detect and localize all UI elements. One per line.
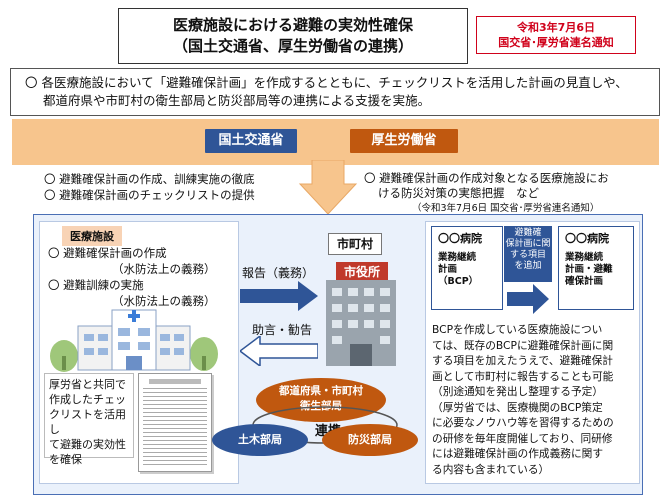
hospital-note-line: を確保 — [49, 453, 82, 466]
hospital-item-2: 〇 避難訓練の実施 — [48, 278, 144, 292]
bcp-card-line: （BCP） — [438, 276, 479, 287]
bcp-text-line: 画として市町村に報告することも可能 — [432, 369, 614, 383]
page-subtitle: （国土交通省、厚生労働省の連携） — [172, 37, 413, 55]
advice-label: 助言・勧告 — [252, 323, 313, 337]
hospital-label: 医療施設 — [62, 226, 122, 246]
bcp-card-after: 〇〇病院 業務継続 計画・避難 確保計画 — [558, 226, 634, 310]
bcp-card-line: 業務継続 — [438, 252, 477, 263]
bcp-card-title: 〇〇病院 — [438, 232, 482, 245]
hospital-note-line: 厚労省と共同で — [49, 378, 126, 391]
bcp-callout-line: 避難確 — [514, 228, 542, 238]
summary-line-2: 都道府県や市町村の衛生部局と防災部局等の連携による支援を実施。 — [43, 93, 431, 108]
bcp-card-title: 〇〇病院 — [565, 232, 609, 245]
health-dept-line-2: 衛生部局 — [300, 400, 342, 412]
bcp-callout: 避難確 保計画に関 する項目 を追加 — [504, 226, 552, 282]
notice-source: 国交省･厚労省連名通知 — [498, 36, 614, 49]
city-hall-icon — [326, 262, 396, 366]
health-dept-ring: 都道府県・市町村 衛生部局 — [256, 378, 386, 422]
bcp-text-line: する項目を加えたうえで、避難確保計 — [432, 354, 613, 367]
hospital-building-icon — [50, 309, 218, 372]
summary-line-1: 〇 各医療施設において「避難確保計画」を作成するとともに、チェックリストを活用し… — [25, 75, 628, 90]
hospital-note-line: クリストを活用し — [49, 408, 126, 436]
report-label: 報告（義務） — [242, 266, 315, 280]
mlit-label: 国土交通省 — [205, 129, 297, 153]
mlit-item-2: 〇 避難確保計画のチェックリストの提供 — [44, 188, 255, 202]
bcp-callout-line: 保計画に関 — [505, 239, 551, 249]
notice-date: 令和3年7月6日 — [517, 21, 595, 34]
bcp-text-line: （厚労省では、医療機関のBCP策定 — [432, 400, 603, 414]
mhlw-item-line-2: ける防災対策の実態把握 など — [378, 186, 539, 200]
mhlw-note: （令和3年7月6日 国交省･厚労省連名通知） — [412, 203, 600, 214]
bcp-callout-line: を追加 — [514, 261, 542, 271]
hospital-note: 厚労省と共同で 作成したチェッ クリストを活用し て避難の実効性 を確保 — [44, 373, 134, 466]
bcp-text-line: に必要なノウハウ等を習得するための — [432, 416, 614, 429]
bcp-description: BCPを作成している医療施設につい ては、既存のBCPに避難確保計画に関 する項… — [432, 322, 637, 477]
bcp-card-line: 確保計画 — [565, 276, 604, 287]
hospital-item-1-sub: （水防法上の義務） — [112, 262, 216, 276]
bcp-callout-line: する項目 — [509, 250, 546, 260]
bcp-text-line: る内容も含まれている） — [432, 462, 550, 476]
bcp-card-line: 計画 — [438, 264, 458, 275]
summary-box: 〇 各医療施設において「避難確保計画」を作成するとともに、チェックリストを活用し… — [10, 68, 660, 116]
hospital-note-line: 作成したチェッ — [49, 393, 126, 406]
bcp-text-line: （別途通知を発出し整理する予定） — [432, 385, 604, 398]
ministry-band — [12, 119, 659, 165]
report-arrow-icon — [240, 281, 318, 311]
bcp-text-line: ては、既存のBCPに避難確保計画に関 — [432, 338, 614, 352]
bcp-card-line: 計画・避難 — [565, 264, 613, 275]
health-dept-line-1: 都道府県・市町村 — [279, 385, 363, 397]
mhlw-label: 厚生労働省 — [350, 129, 458, 153]
civil-eng-dept: 土木部局 — [212, 424, 308, 456]
bcp-card-before: 〇〇病院 業務継続 計画 （BCP） — [431, 226, 503, 310]
city-hall-sign: 市役所 — [343, 265, 380, 279]
bcp-text-line: BCPを作成している医療施設につい — [432, 323, 603, 336]
bcp-card-line: 業務継続 — [565, 252, 604, 263]
page-title: 医療施設における避難の実効性確保 — [172, 16, 413, 34]
bcp-arrow-icon — [507, 284, 549, 314]
title-box: 医療施設における避難の実効性確保 （国土交通省、厚生労働省の連携） — [118, 8, 468, 64]
hospital-note-line: て避難の実効性 — [49, 438, 126, 451]
checklist-thumbnail — [138, 373, 212, 472]
down-arrow-icon — [298, 160, 358, 215]
hospital-item-1: 〇 避難確保計画の作成 — [48, 246, 167, 260]
municipality-label: 市町村 — [328, 233, 382, 255]
disaster-dept: 防災部局 — [322, 424, 418, 456]
mhlw-item-line-1: 〇 避難確保計画の作成対象となる医療施設にお — [364, 171, 609, 185]
hospital-item-2-sub: （水防法上の義務） — [112, 294, 216, 308]
advice-arrow-icon — [240, 336, 318, 366]
bcp-text-line: の研修を毎年度開催しており、同研修 — [432, 431, 613, 445]
notice-date-box: 令和3年7月6日 国交省･厚労省連名通知 — [476, 16, 636, 54]
mlit-item-1: 〇 避難確保計画の作成、訓練実施の徹底 — [44, 172, 255, 186]
bcp-text-line: には避難確保計画の作成義務に関す — [432, 447, 604, 460]
